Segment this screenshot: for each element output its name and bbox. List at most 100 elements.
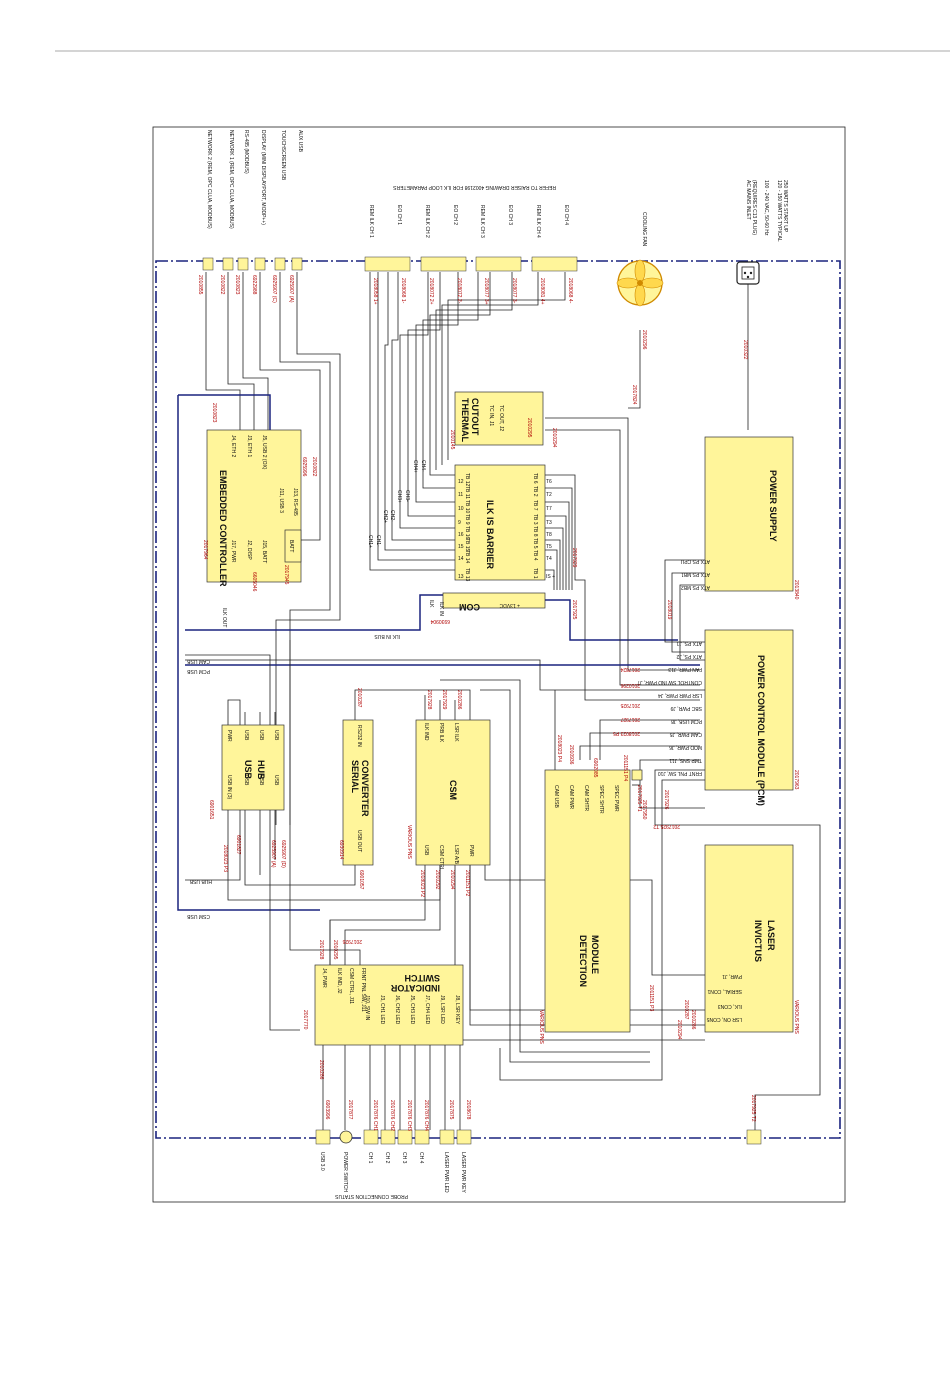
usb-hub-box — [221, 724, 285, 811]
pcm-ref: 2017925 — [620, 702, 640, 708]
ilk-left-num: 12 — [458, 479, 464, 485]
ilk-right-num: T4 — [546, 556, 552, 562]
pcm-ref: 2018023 P5 — [613, 730, 640, 736]
ilk-right-num: IS + — [546, 574, 555, 580]
com-bar — [442, 592, 546, 609]
hub-ref: 6925907 (A) — [270, 840, 276, 868]
bus-label: HUB USB — [189, 878, 212, 884]
pcm-title: POWER CONTROL MODULE (PCM) — [756, 655, 766, 806]
laser-pin: SERIAL, CON1 — [707, 988, 742, 994]
switch-bottom-pin: J8, LSR KEY — [454, 995, 460, 1025]
interlock-ref: 2018081 4+ — [539, 278, 545, 305]
csm-title: CSM — [448, 780, 458, 800]
pcm-ref: 2017824 — [620, 666, 640, 672]
csm-pin-top: ILK IND — [423, 723, 429, 741]
hub-pin-top: USB — [243, 730, 249, 741]
csm-ref: 2017929 — [441, 690, 447, 710]
ec-pin: J2, DISP — [246, 540, 252, 560]
com-mid: + 13VDC — [499, 602, 520, 608]
front-panel-label: POWER SWITCH — [342, 1152, 348, 1192]
ilk-ch1-terminal — [364, 256, 411, 272]
detection-pin: SPEC SHTR — [598, 785, 604, 814]
pcm-pin: FAN PWR, J13 — [668, 666, 702, 672]
detection-indicator-icon — [631, 769, 643, 781]
detection-ref: VARIOUS PNS — [538, 1010, 544, 1044]
ec-ref: 2010823 — [211, 403, 217, 423]
switch-ref: 2017770 — [302, 1010, 308, 1030]
thermal-cutout-box — [454, 391, 544, 446]
network-label: TOUCHSCREEN USB — [280, 130, 286, 181]
ilk-barrier-title: ILK IS BARRIER — [485, 500, 495, 570]
ground-terminal — [746, 1129, 762, 1145]
switch-top-pin: FRNT PNL SW, J11 — [360, 968, 366, 1012]
batt-box — [284, 529, 302, 563]
embedded-controller-title: EMBEDDED CONTROLLER — [218, 470, 228, 587]
pcm-pin: CONTROL SW IND PWR, J7 — [637, 679, 702, 685]
ec-ref: 2017964 — [202, 540, 208, 560]
ec-ref: 2010822 — [311, 457, 317, 477]
invictus-laser-title: INVICTUS — [753, 920, 763, 962]
switch-indicator-title: SWITCH — [405, 973, 441, 983]
bus-label: CAM USB — [187, 658, 210, 664]
ilk-channel-label: CH2+ — [382, 510, 388, 523]
detection-ref: 2017925 T1 — [636, 785, 642, 812]
csm-ref: 2010292 — [434, 870, 440, 890]
detection-pin: CAM PWR — [568, 785, 574, 810]
usb3-port — [315, 1129, 331, 1145]
ch4-led — [414, 1129, 430, 1145]
detection-module-title: MODULE — [590, 935, 600, 974]
switch-bottom-pin: J10, SW IN — [364, 995, 370, 1021]
ilk-channel-label: CH4- — [420, 460, 426, 472]
interlock-ref: 2018072 2+ — [428, 278, 434, 305]
interlock-ref: 2018068 1- — [400, 278, 406, 304]
ac-inlet-icon — [736, 261, 760, 285]
fan-ref: 2010296 — [641, 330, 647, 350]
bus-label: ILK IN BUS — [374, 633, 400, 639]
ac-ref: 2010322 — [742, 340, 748, 360]
laser-ref: 2010287 — [683, 1000, 689, 1020]
switch-bottom-pin: J6, CH2 LED — [394, 995, 400, 1025]
hub-pin-bottom: USB — [243, 775, 249, 786]
interlock-ref: 2018077 3- — [511, 278, 517, 304]
switch-bottom-pin: J3, CH1 LED — [379, 995, 385, 1025]
ilk-left-pin: TB 12 — [464, 473, 470, 487]
csm-ref: 2010294 — [449, 870, 455, 890]
ilk-left-pin: TB 11 — [464, 486, 470, 499]
network-1-jack — [222, 257, 234, 271]
ec-ref: 2017945 — [283, 565, 289, 585]
front-panel-ref: 2017876 CH4 — [423, 1100, 429, 1131]
ground-ref: 2017925 T2 — [750, 1095, 756, 1122]
ilk-ch4-terminal — [531, 256, 578, 272]
csm-ref: 2017928 — [426, 690, 432, 710]
detection-pin: CAM USB — [553, 785, 559, 808]
pcm-pin: TMP SNS, J11 — [669, 757, 702, 763]
pcm-ref: 2017926 — [663, 790, 669, 810]
ac-label: 100 - 240 VAC, 50-60 Hz — [763, 180, 769, 236]
bus-label: ILK OUT — [221, 608, 227, 627]
network-ref: 2010823 — [234, 275, 240, 295]
ilk-right-pin: TB 2 — [532, 486, 538, 497]
ilk-right-pin: TB 4 — [532, 550, 538, 561]
tc-ref: 2010294 — [551, 428, 557, 448]
ilk-right-num: T7 — [546, 506, 552, 512]
ilk-right-pin: TB 1 — [532, 568, 538, 579]
cooling-fan-label: COOLING FAN — [641, 212, 647, 247]
ilk-right-pin: TB 8 — [532, 526, 538, 537]
ec-pin: J11, USB 3 — [278, 488, 284, 513]
csm-pin-bottom: PWR — [468, 845, 474, 857]
invictus-laser-box — [704, 844, 794, 1033]
network-ref: 6925907 (C) — [271, 275, 277, 303]
serial-converter-box — [342, 719, 374, 866]
csm-ref: 2010286 — [456, 690, 462, 710]
ec-pin: J15, BATT — [261, 540, 267, 563]
hub-pin-top: USB — [273, 730, 279, 741]
power-supply-box — [704, 436, 794, 592]
switch-indicator-box — [314, 964, 464, 1046]
csm-ref: 2011151 P2 — [464, 870, 470, 896]
switch-top-pin: ILK IND, J2 — [336, 968, 342, 994]
laser-pin: PWR, J1 — [722, 973, 742, 979]
ps-pin: ATX PS CPU — [680, 558, 710, 564]
detection-pin: SPEC PWR — [613, 785, 619, 812]
network-ref: 6922988 — [251, 275, 257, 295]
hub-ref: 6901827 — [235, 835, 241, 855]
